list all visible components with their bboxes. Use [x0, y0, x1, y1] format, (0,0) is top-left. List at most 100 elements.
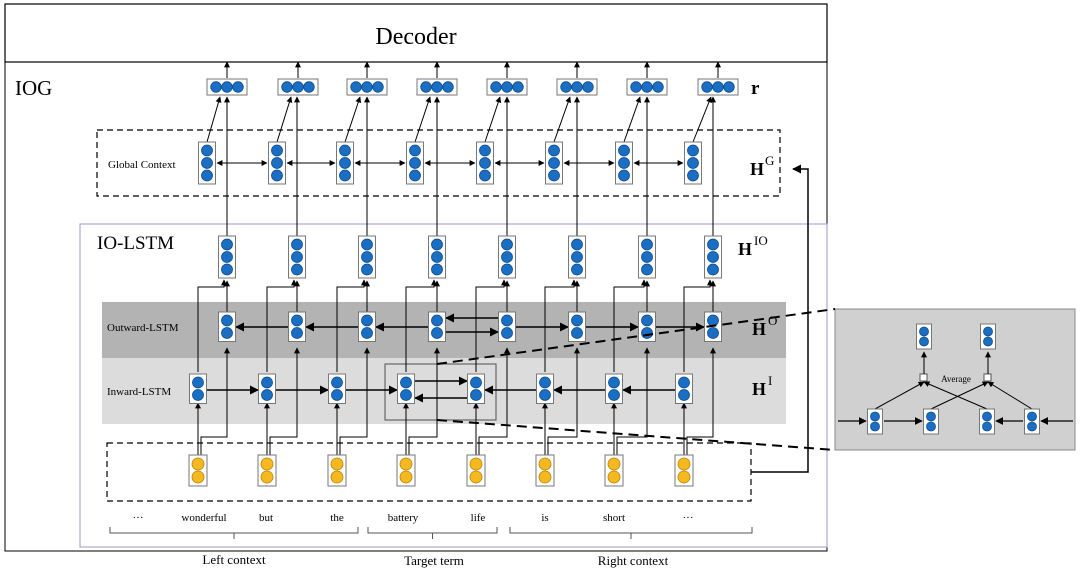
global-cell-6-unit [618, 157, 630, 169]
inset-bottom-cell-3-unit [1027, 411, 1037, 422]
io-lstm-frame [79, 223, 828, 548]
r-cell-5 [556, 78, 598, 96]
symbol-r: r [751, 78, 760, 99]
embedding-cell-5-unit [538, 457, 552, 471]
cell-layer [188, 78, 739, 487]
global-cell-5-unit [548, 169, 560, 182]
global-cell-7-unit [687, 169, 699, 182]
inward-cell-1 [258, 373, 276, 404]
token-0: ··· [133, 512, 144, 524]
outward-cell-0 [218, 311, 236, 342]
inset-cross-line-0 [874, 381, 925, 410]
inset-top-cell-left [916, 323, 932, 350]
global-cell-5 [545, 141, 563, 185]
inset-top-cell-left-unit [919, 326, 929, 337]
io-cell-6 [638, 235, 656, 279]
outward-cell-4-unit [501, 314, 513, 327]
svg-text:G: G [765, 153, 774, 168]
outward-lstm-label: Outward-LSTM [107, 322, 179, 334]
embedding-cell-4-unit [469, 470, 483, 484]
global-cell-1-unit [271, 157, 283, 169]
embedding-cell-5-unit [538, 470, 552, 484]
global-cell-6-unit [618, 169, 630, 182]
embed-to-outward-arrow-5 [547, 347, 580, 459]
inward-cell-3-unit [400, 389, 412, 401]
outward-cell-3-unit [431, 327, 443, 339]
io-cell-4-unit [501, 238, 513, 251]
r-cell-7-unit [701, 81, 713, 93]
inset-bottom-cell-0-unit [870, 411, 880, 422]
embedding-cell-5 [535, 454, 555, 487]
io-cell-5 [568, 235, 586, 279]
embedding-cell-4 [466, 454, 486, 487]
connection-layer [195, 61, 721, 459]
embed-to-outward-arrow-7 [686, 347, 716, 459]
r-cell-0 [206, 78, 248, 96]
embedding-cell-6-unit [607, 470, 621, 484]
r-cell-1-unit [292, 81, 304, 93]
embedding-cell-2-unit [330, 470, 344, 484]
embed-to-outward-arrow-2 [339, 347, 370, 459]
global-cell-3-unit [409, 144, 421, 157]
outward-cell-6-unit [641, 314, 653, 327]
token-6: is [541, 512, 548, 524]
global-to-r-arrow-6 [623, 96, 642, 143]
io-cell-1-unit [291, 238, 303, 251]
embedding-cell-2-unit [330, 457, 344, 471]
r-cell-6-unit [652, 81, 664, 93]
inset-bottom-cell-1-unit [926, 411, 936, 422]
global-to-r-arrow-5 [553, 96, 572, 143]
brace-target-term [367, 527, 498, 539]
decoder-block: Decoder [4, 3, 828, 63]
inward-cell-0-unit [192, 389, 204, 401]
token-7: short [603, 512, 625, 524]
outward-cell-6-unit [641, 327, 653, 339]
outward-cell-1 [288, 311, 306, 342]
inward-cell-3-unit [400, 376, 412, 389]
r-cell-4-unit [512, 81, 524, 93]
global-cell-4-unit [479, 169, 491, 182]
inward-lstm-label: Inward-LSTM [107, 386, 171, 398]
token-1: wonderful [181, 512, 226, 524]
outward-cell-4 [498, 311, 516, 342]
inward-cell-5-unit [539, 389, 551, 401]
segment-label-target: Target term [404, 553, 464, 568]
outward-cell-0-unit [221, 314, 233, 327]
inset-average-node-left [919, 373, 928, 382]
inset-bottom-cell-1-unit [926, 421, 936, 432]
embedding-cell-1-unit [260, 470, 274, 484]
io-cell-1-unit [291, 251, 303, 263]
inward-cell-1-unit [261, 389, 273, 401]
r-cell-7-unit [723, 81, 735, 93]
svg-text:H: H [752, 379, 766, 399]
svg-text:I: I [768, 373, 772, 388]
global-context-box [96, 129, 781, 197]
r-cell-0-unit [210, 81, 222, 93]
global-cell-1-unit [271, 169, 283, 182]
brace-left-context-line [109, 527, 359, 534]
decoder-box [4, 3, 828, 63]
inward-cell-4-unit [470, 389, 482, 401]
inset-top-cell-right [980, 323, 996, 350]
io-cell-0-unit [221, 238, 233, 251]
inset-bottom-cell-2-unit [982, 421, 992, 432]
global-cell-7 [684, 141, 702, 185]
outward-cell-2-unit [361, 314, 373, 327]
inset-top-cell-right-unit [983, 336, 993, 347]
r-cell-3-unit [420, 81, 432, 93]
outward-cell-0-unit [221, 327, 233, 339]
inset-bottom-cell-0 [867, 408, 883, 435]
token-5: life [471, 512, 486, 524]
global-to-r-arrow-3 [414, 96, 432, 143]
zoom-line-bottom [436, 419, 836, 451]
inward-cell-0-unit [192, 376, 204, 389]
symbol-ho: H O [752, 313, 777, 339]
global-cell-2 [336, 141, 354, 185]
embedding-cell-3-unit [399, 457, 413, 471]
embedding-cell-0-unit [191, 470, 205, 484]
r-cell-7 [697, 78, 739, 96]
symbol-hio: H IO [738, 233, 768, 259]
r-cell-2-unit [361, 81, 373, 93]
embed-to-outward-arrow-4 [478, 347, 510, 459]
